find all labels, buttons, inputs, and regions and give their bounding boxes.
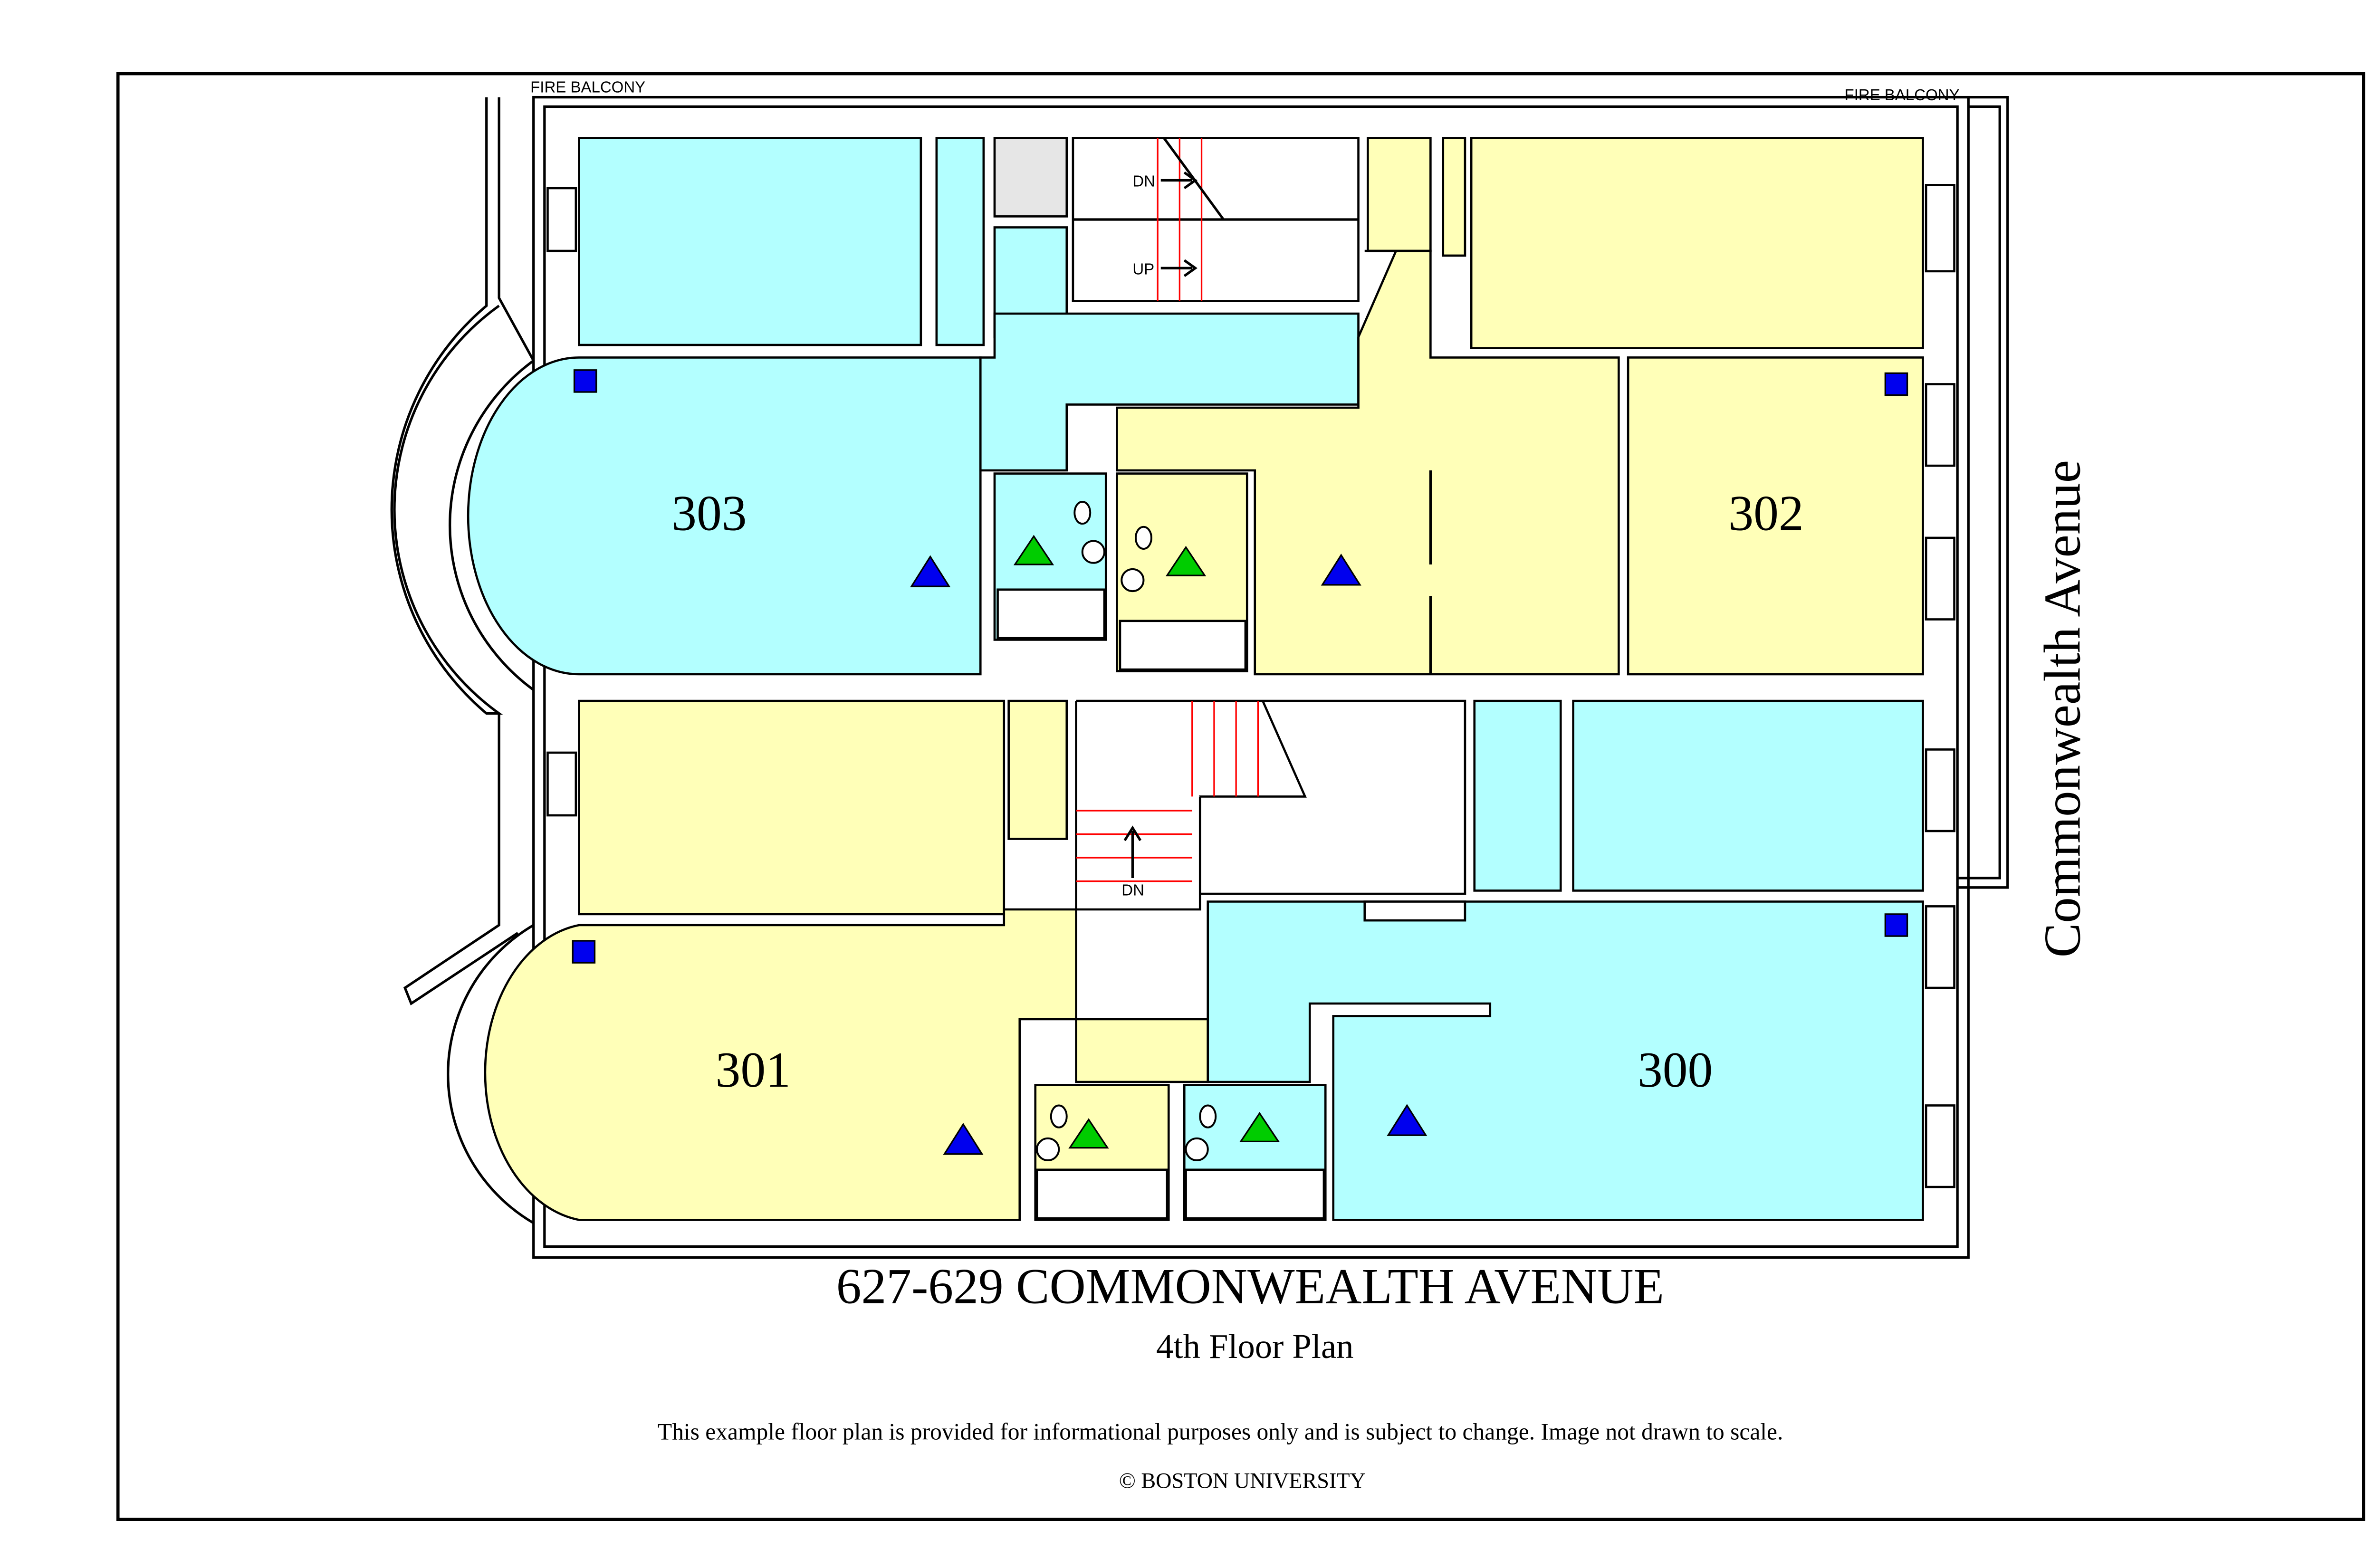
room-label-303: 303 [671, 485, 747, 541]
green-triangle-icon [1165, 545, 1207, 576]
street-label: Commonwealth Avenue [2034, 460, 2091, 957]
room-label-300: 300 [1638, 1042, 1713, 1098]
blue-triangle-icon [943, 1123, 984, 1155]
stair-top-dn-label: DN [1132, 172, 1155, 190]
copyright: © BOSTON UNIVERSITY [1119, 1469, 1366, 1493]
common-closet [993, 137, 1068, 218]
green-triangle-markers [1013, 535, 1280, 1149]
room-label-302: 302 [1728, 485, 1803, 541]
blue-square-icon [573, 369, 597, 393]
stair-top: DN UP [1072, 137, 1360, 302]
stair-bottom-dn-label: DN [1121, 881, 1144, 899]
blue-square-markers [572, 369, 1908, 964]
toilet-icons [1036, 501, 1217, 1161]
green-triangle-icon [1068, 1118, 1109, 1149]
plan-subtitle: 4th Floor Plan [1156, 1327, 1353, 1366]
unit-300[interactable] [1183, 699, 1924, 1221]
green-triangle-icon [1239, 1112, 1280, 1143]
blue-square-icon [1884, 913, 1908, 937]
blue-triangle-markers [910, 554, 1428, 1155]
blue-square-icon [572, 940, 596, 964]
plan-title: 627-629 COMMONWEALTH AVENUE [836, 1258, 1664, 1314]
building-outline [390, 96, 2009, 1259]
blue-triangle-icon [1387, 1104, 1428, 1136]
stair-top-up-label: UP [1132, 260, 1154, 278]
fire-balcony-label-right: FIRE BALCONY [1845, 86, 1960, 104]
unit-302[interactable] [1116, 137, 1924, 676]
disclaimer: This example floor plan is provided for … [658, 1418, 1783, 1444]
green-triangle-icon [1013, 535, 1054, 565]
fire-balcony-label-left: FIRE BALCONY [530, 78, 645, 96]
room-label-301: 301 [716, 1042, 791, 1098]
unit-303[interactable] [467, 137, 1360, 676]
blue-triangle-icon [910, 555, 951, 587]
blue-square-icon [1884, 372, 1908, 396]
stair-bottom: DN [1075, 699, 1466, 911]
blue-triangle-icon [1321, 554, 1361, 586]
